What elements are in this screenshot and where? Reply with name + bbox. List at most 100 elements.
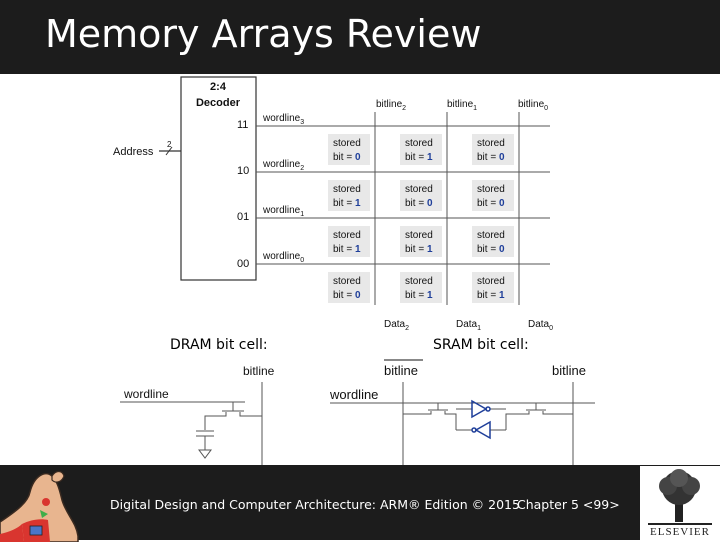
sram-inverter-bottom-bubble — [471, 427, 477, 433]
svg-text:bit = 1: bit = 1 — [333, 198, 361, 209]
data-2-label: Data — [384, 319, 406, 330]
sram-left-drain — [403, 411, 432, 415]
mascot-flexing-arm-icon — [0, 470, 79, 542]
address-bus-slash — [165, 146, 173, 156]
cell-r2-c0-bit-prefix: bit = — [477, 198, 499, 209]
svg-text:bit = 0: bit = 0 — [477, 152, 505, 163]
sram-wordline-label: wordline — [329, 387, 378, 402]
cell-r0-c0-stored: stored — [477, 276, 505, 287]
wordline-0-sub: 0 — [300, 257, 304, 264]
svg-text:wordline0: wordline0 — [262, 251, 304, 264]
cell-r3-c1 — [400, 134, 442, 165]
cell-r3-c2-stored: stored — [333, 138, 361, 149]
wordline-3-label: wordline — [262, 113, 301, 124]
wordline-1-sub: 1 — [300, 211, 304, 218]
svg-text:bit = 0: bit = 0 — [477, 244, 505, 255]
dram-wordline-label: wordline — [123, 387, 169, 401]
svg-text:bit = 0: bit = 0 — [333, 290, 361, 301]
cell-r1-c0-bit-prefix: bit = — [477, 244, 499, 255]
title-bar — [0, 0, 720, 74]
cell-r0-c2-bit-prefix: bit = — [333, 290, 355, 301]
decoder-output-00: 00 — [237, 258, 249, 270]
sram-right-drain — [542, 411, 573, 415]
sram-left-source — [444, 411, 457, 430]
cell-r1-c1-stored: stored — [405, 230, 433, 241]
dram-bitline-label: bitline — [243, 364, 275, 378]
cell-r1-c1 — [400, 226, 442, 257]
svg-text:bitline0: bitline0 — [518, 99, 548, 112]
cell-r1-c1-bit-prefix: bit = — [405, 244, 427, 255]
decoder-output-01: 01 — [237, 211, 249, 223]
wordline-3-sub: 3 — [300, 119, 304, 126]
cell-r3-c1-stored: stored — [405, 138, 433, 149]
sram-bitline-label: bitline — [552, 363, 586, 378]
svg-text:wordline2: wordline2 — [262, 159, 304, 172]
cell-r2-c1 — [400, 180, 442, 211]
cell-r0-c0-bit-prefix: bit = — [477, 290, 499, 301]
address-label: Address — [113, 146, 154, 158]
cell-r2-c1-value: 0 — [427, 198, 433, 209]
cell-r1-c0-value: 0 — [499, 244, 505, 255]
footer-bar — [0, 465, 720, 540]
sram-right-source — [505, 411, 530, 430]
data-0-label: Data — [528, 319, 550, 330]
cell-r0-c2-value: 0 — [355, 290, 361, 301]
cell-r3-c2-value: 0 — [355, 152, 361, 163]
svg-text:bit = 0: bit = 0 — [405, 198, 433, 209]
svg-text:wordline1: wordline1 — [262, 205, 304, 218]
bitline-0-label: bitline — [518, 99, 545, 110]
sram-caption: SRAM bit cell: — [433, 337, 529, 353]
cell-r3-c1-value: 1 — [427, 152, 433, 163]
dram-ground-icon — [198, 449, 212, 459]
cell-r3-c1-bit-prefix: bit = — [405, 152, 427, 163]
cell-r0-c1-bit-prefix: bit = — [405, 290, 427, 301]
sram-inverter-bottom-icon — [474, 420, 491, 440]
svg-text:bitline2: bitline2 — [376, 99, 406, 112]
data-1-label: Data — [456, 319, 478, 330]
cell-r2-c2-stored: stored — [333, 184, 361, 195]
dram-drain — [239, 412, 262, 417]
cell-r2-c2-value: 1 — [355, 198, 361, 209]
data-0-sub: 0 — [549, 325, 553, 332]
sram-inverter-top-icon — [471, 399, 488, 419]
cell-r0-c1 — [400, 272, 442, 303]
svg-text:Data0: Data0 — [528, 319, 553, 332]
wordline-0-label: wordline — [262, 251, 301, 262]
dram-caption: DRAM bit cell: — [170, 337, 268, 353]
cell-r0-c1-value: 1 — [427, 290, 433, 301]
svg-text:bit = 1: bit = 1 — [405, 152, 433, 163]
cell-r3-c2 — [328, 134, 370, 165]
cell-r2-c0-value: 0 — [499, 198, 505, 209]
wordline-2-sub: 2 — [300, 165, 304, 172]
sram-bitline-bar-label: bitline — [384, 363, 418, 378]
svg-text:bit = 1: bit = 1 — [405, 290, 433, 301]
cell-r1-c2-stored: stored — [333, 230, 361, 241]
cell-r1-c0-stored: stored — [477, 230, 505, 241]
publisher-logo: ELSEVIER — [640, 466, 720, 540]
svg-text:bit = 0: bit = 0 — [477, 198, 505, 209]
svg-text:bit = 1: bit = 1 — [405, 244, 433, 255]
dram-source — [204, 412, 227, 430]
bitline-0-sub: 0 — [544, 105, 548, 112]
decoder-title-line1: 2:4 — [210, 81, 227, 93]
svg-text:bitline1: bitline1 — [447, 99, 477, 112]
cell-r3-c0-value: 0 — [499, 152, 505, 163]
cell-r2-c1-stored: stored — [405, 184, 433, 195]
bitline-2-label: bitline — [376, 99, 403, 110]
decoder-title-line2: Decoder — [196, 97, 241, 109]
cell-r2-c2-bit-prefix: bit = — [333, 198, 355, 209]
cell-r0-c2 — [328, 272, 370, 303]
cell-r2-c0-stored: stored — [477, 184, 505, 195]
wordline-1-label: wordline — [262, 205, 301, 216]
svg-text:wordline3: wordline3 — [262, 113, 304, 126]
cell-r3-c2-bit-prefix: bit = — [333, 152, 355, 163]
svg-text:bit = 1: bit = 1 — [477, 290, 505, 301]
cell-r1-c2 — [328, 226, 370, 257]
publisher-logo-text: ELSEVIER — [650, 526, 710, 538]
bitline-2-sub: 2 — [402, 105, 406, 112]
cell-r3-c0-stored: stored — [477, 138, 505, 149]
wordline-2-label: wordline — [262, 159, 301, 170]
cell-r1-c0 — [472, 226, 514, 257]
bitline-1-label: bitline — [447, 99, 474, 110]
